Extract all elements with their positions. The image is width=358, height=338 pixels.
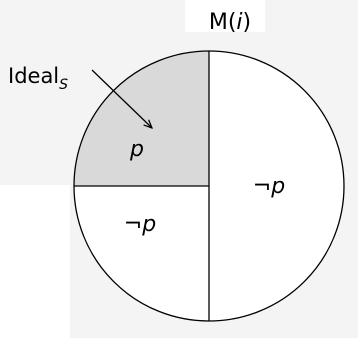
ideal-label: IdealS (8, 64, 68, 93)
model-title: M(i) (209, 10, 251, 35)
ideal-arrow (91, 69, 152, 128)
background-patch (185, 0, 265, 32)
region-label-right: ¬p (253, 174, 285, 199)
region-label-bottom-left: ¬p (124, 212, 156, 237)
background-patch (0, 185, 70, 338)
region-label-top-left: p (129, 137, 144, 162)
